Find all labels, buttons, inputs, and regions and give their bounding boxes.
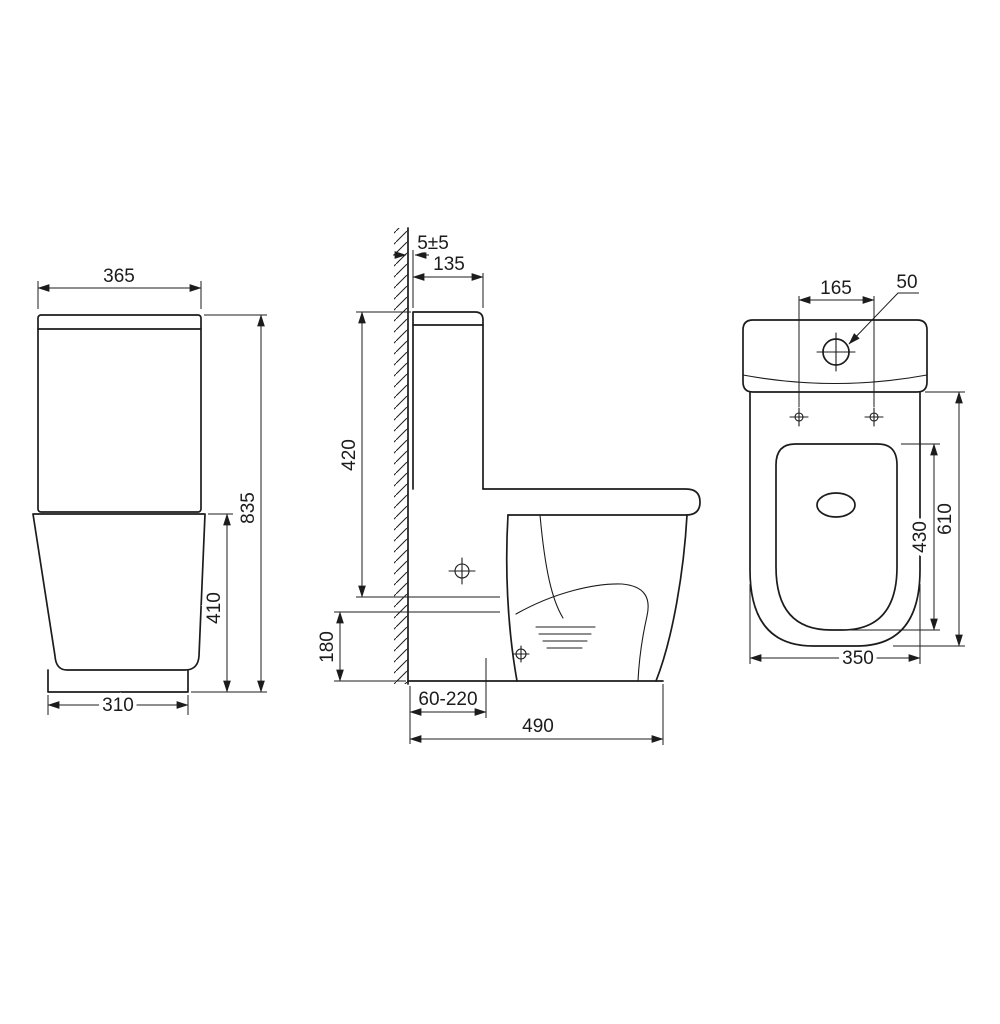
front-view-geometry <box>32 314 206 693</box>
dim-label-hole-pitch: 165 <box>820 278 852 299</box>
extension-lines-165 <box>798 296 875 407</box>
dim-label-overall-length: 610 <box>935 503 956 535</box>
cistern-lid-front-curve <box>742 374 928 385</box>
outlet-marker-icon <box>512 645 530 663</box>
dim-label-top-depth: 135 <box>433 254 465 275</box>
dim-label-hole-diameter: 50 <box>896 272 917 293</box>
side-view-geometry <box>394 227 701 685</box>
bowl-front-outline <box>32 513 206 671</box>
wall-fixing-crosshair-icon <box>448 557 476 585</box>
dim-label-lower-height: 410 <box>204 592 225 624</box>
seat-fixing-hole-right-icon <box>864 407 884 427</box>
wall-hatching <box>394 228 408 684</box>
dim-label-wall-gap: 5±5 <box>417 233 449 254</box>
extension-lines-350 <box>749 584 921 664</box>
dim-label-outlet-height: 180 <box>317 631 338 663</box>
pedestal-foot-outline <box>47 669 189 693</box>
leader-line-50 <box>848 292 919 345</box>
extension-lines-180 <box>334 611 500 682</box>
seat-slab-profile <box>482 488 701 516</box>
top-view: 165 50 610 430 350 <box>742 269 965 673</box>
cistern-front-outline <box>37 314 202 513</box>
seat-fixing-hole-left-icon <box>789 407 809 427</box>
side-view: 5±5 135 420 180 60-220 490 <box>314 227 701 745</box>
dim-label-base-width: 310 <box>102 695 134 716</box>
water-level-lines <box>535 626 596 649</box>
trap-curve <box>515 583 649 682</box>
dim-label-upper-height: 420 <box>339 439 360 471</box>
dim-label-tank-width: 365 <box>103 266 135 287</box>
dim-label-outlet-range: 60-220 <box>418 689 477 710</box>
bowl-back-profile <box>505 514 518 682</box>
front-view-dimensions: 365 835 410 310 <box>37 263 267 720</box>
pan-body-top-outline <box>749 391 921 647</box>
top-view-dimensions: 165 50 610 430 350 <box>749 269 965 673</box>
bowl-rim-top-outline <box>775 443 898 631</box>
dim-label-inner-length: 430 <box>910 521 931 553</box>
top-view-geometry <box>742 319 928 647</box>
water-inlet-oval <box>816 492 856 518</box>
flush-button-icon <box>816 332 856 372</box>
dim-label-overall-depth: 490 <box>522 716 554 737</box>
dim-label-overall-height: 835 <box>238 492 259 524</box>
dim-label-width: 350 <box>842 648 874 669</box>
cistern-top-outline <box>742 319 928 393</box>
cistern-side-outline <box>412 311 484 490</box>
bowl-front-profile <box>655 514 688 682</box>
side-view-dimensions: 5±5 135 420 180 60-220 490 <box>314 230 664 745</box>
bowl-inner-curve <box>539 514 564 619</box>
extension-lines-420 <box>356 311 500 598</box>
front-view: 365 835 410 310 <box>32 263 267 720</box>
